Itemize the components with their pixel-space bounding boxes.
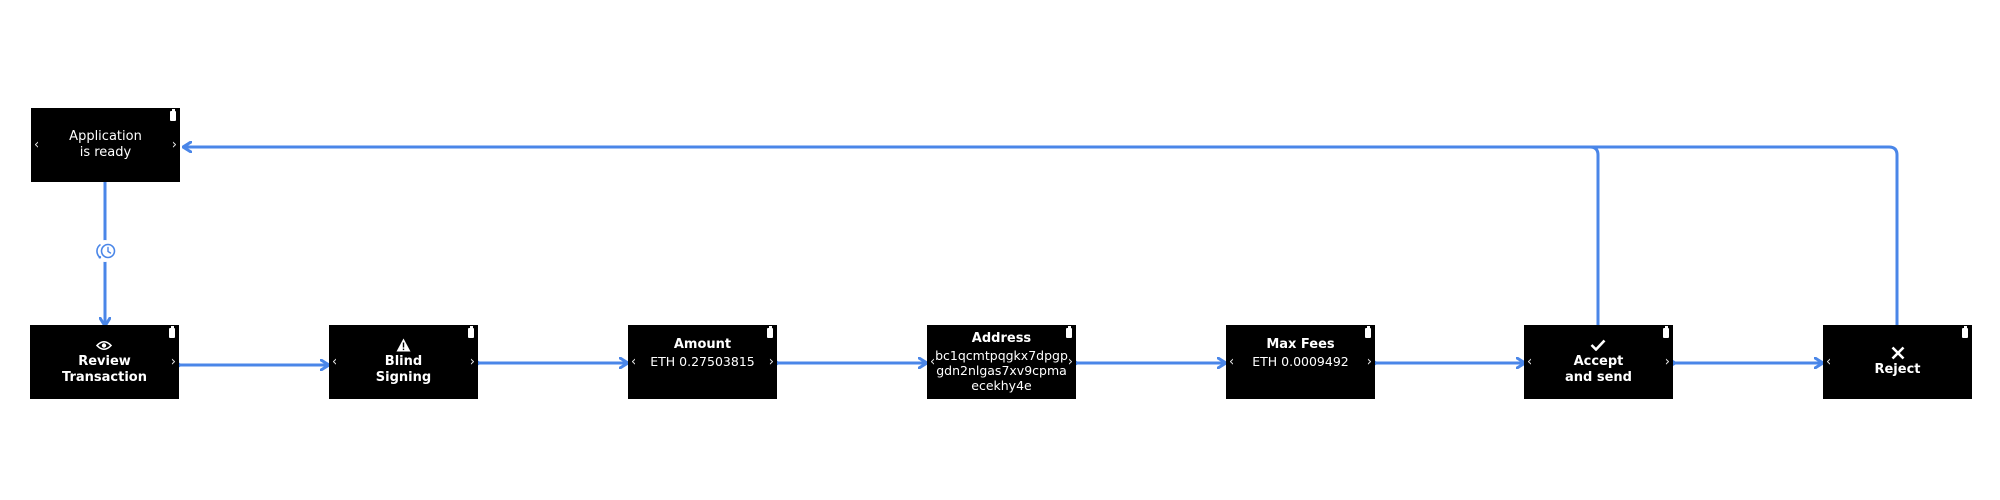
review-line-1: Review [78, 353, 131, 369]
chevron-right-icon: › [171, 137, 177, 153]
screen-application-ready: ‹ › Application is ready [31, 108, 180, 182]
amount-title: Amount [673, 337, 732, 353]
chevron-left-icon: ‹ [631, 354, 637, 370]
screen-address: ‹ › Address bc1qcmtpqgkx7dpgp gdn2nlgas7… [927, 325, 1076, 399]
screen-max-fees: ‹ › Max Fees ETH 0.0009492 [1226, 325, 1375, 399]
chevron-left-icon: ‹ [930, 354, 936, 370]
battery-icon [468, 326, 474, 338]
chevron-left-icon: ‹ [34, 137, 40, 153]
ready-line-2: is ready [79, 145, 132, 160]
blind-line-1: Blind [384, 353, 423, 369]
blind-line-2: Signing [375, 370, 432, 385]
chevron-right-icon: › [768, 354, 774, 370]
check-icon [1590, 338, 1606, 353]
arrow-reject-to-ready [183, 147, 1899, 325]
amount-value: ETH 0.27503815 [650, 353, 755, 369]
chevron-left-icon: ‹ [332, 354, 338, 370]
chevron-left-icon: ‹ [1826, 354, 1832, 370]
warning-icon [396, 338, 411, 353]
fees-title: Max Fees [1266, 337, 1335, 353]
address-title: Address [971, 331, 1032, 347]
fees-value: ETH 0.0009492 [1252, 353, 1349, 369]
arrow-accept-to-ready [1589, 145, 1600, 325]
eye-icon [96, 338, 113, 353]
screen-amount: ‹ › Amount ETH 0.27503815 [628, 325, 777, 399]
timer-icon [94, 240, 116, 262]
chevron-left-icon: ‹ [1229, 354, 1235, 370]
chevron-right-icon: › [1664, 354, 1670, 370]
battery-icon [767, 326, 773, 338]
ready-line-1: Application [69, 128, 142, 144]
screen-blind-signing: ‹ › Blind Signing [329, 325, 478, 399]
chevron-right-icon: › [170, 354, 176, 370]
screen-review-transaction: › Review Transaction [30, 325, 179, 399]
close-icon [1891, 346, 1905, 361]
address-line-3: ecekhy4e [971, 377, 1032, 393]
chevron-left-icon: ‹ [1527, 354, 1533, 370]
reject-label: Reject [1874, 361, 1921, 377]
battery-icon [1962, 326, 1968, 338]
screen-reject: ‹ Reject [1823, 325, 1972, 399]
accept-line-2: and send [1565, 370, 1632, 385]
review-line-2: Transaction [62, 370, 147, 385]
address-line-2: gdn2nlgas7xv9cpma [936, 362, 1067, 378]
battery-icon [1066, 326, 1072, 338]
chevron-right-icon: › [469, 354, 475, 370]
battery-icon [1663, 326, 1669, 338]
battery-icon [169, 326, 175, 338]
chevron-right-icon: › [1366, 354, 1372, 370]
battery-icon [170, 109, 176, 121]
accept-line-1: Accept [1573, 353, 1624, 369]
battery-icon [1365, 326, 1371, 338]
chevron-right-icon: › [1067, 354, 1073, 370]
address-line-1: bc1qcmtpqgkx7dpgp [935, 347, 1068, 363]
screen-accept-and-send: ‹ › Accept and send [1524, 325, 1673, 399]
